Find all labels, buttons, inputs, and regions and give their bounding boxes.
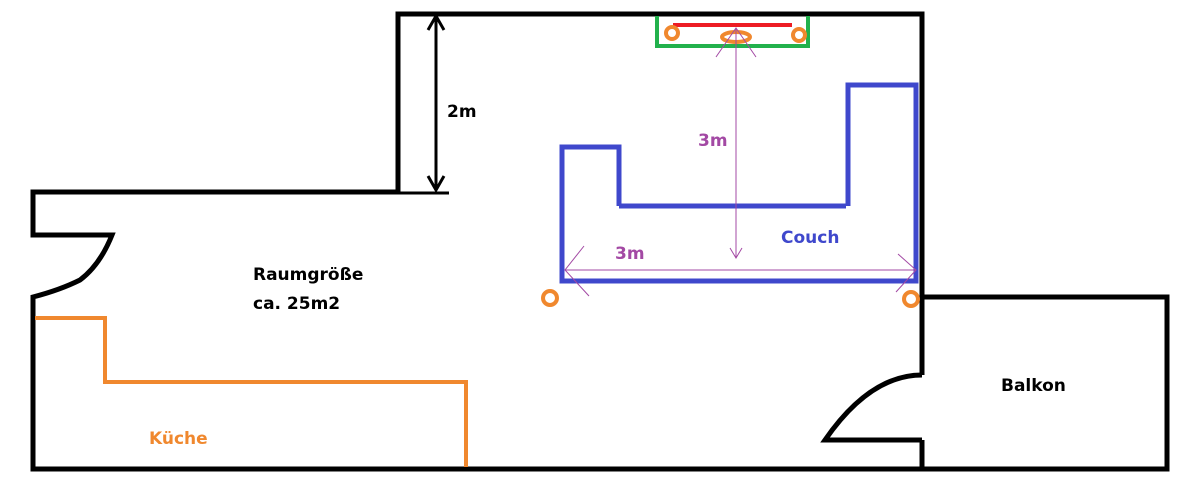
tv-stand — [655, 16, 810, 48]
speaker-icon — [791, 27, 807, 43]
speaker-icon — [664, 25, 680, 41]
couch-width-label: 3m — [615, 244, 645, 264]
room-size-label: Raumgröße — [253, 265, 363, 285]
kitchen-counter — [35, 316, 468, 467]
balcony-label: Balkon — [1001, 376, 1066, 396]
couch-outline — [559, 82, 919, 284]
dimension-3m-vertical-arrow — [715, 27, 757, 259]
dimension-2m-arrow — [426, 12, 446, 194]
couch-label: Couch — [781, 228, 839, 248]
room-walls — [30, 11, 925, 472]
lamp-icon — [541, 289, 559, 307]
balcony-walls — [922, 294, 1170, 472]
wall-depth-label: 2m — [447, 102, 477, 122]
tv-distance-label: 3m — [698, 131, 728, 151]
lamp-icon — [902, 290, 920, 308]
balcony-door — [820, 372, 923, 443]
dimension-3m-horizontal-arrow — [564, 245, 917, 297]
room-size-value: ca. 25m2 — [253, 294, 340, 314]
kitchen-label: Küche — [149, 429, 208, 449]
